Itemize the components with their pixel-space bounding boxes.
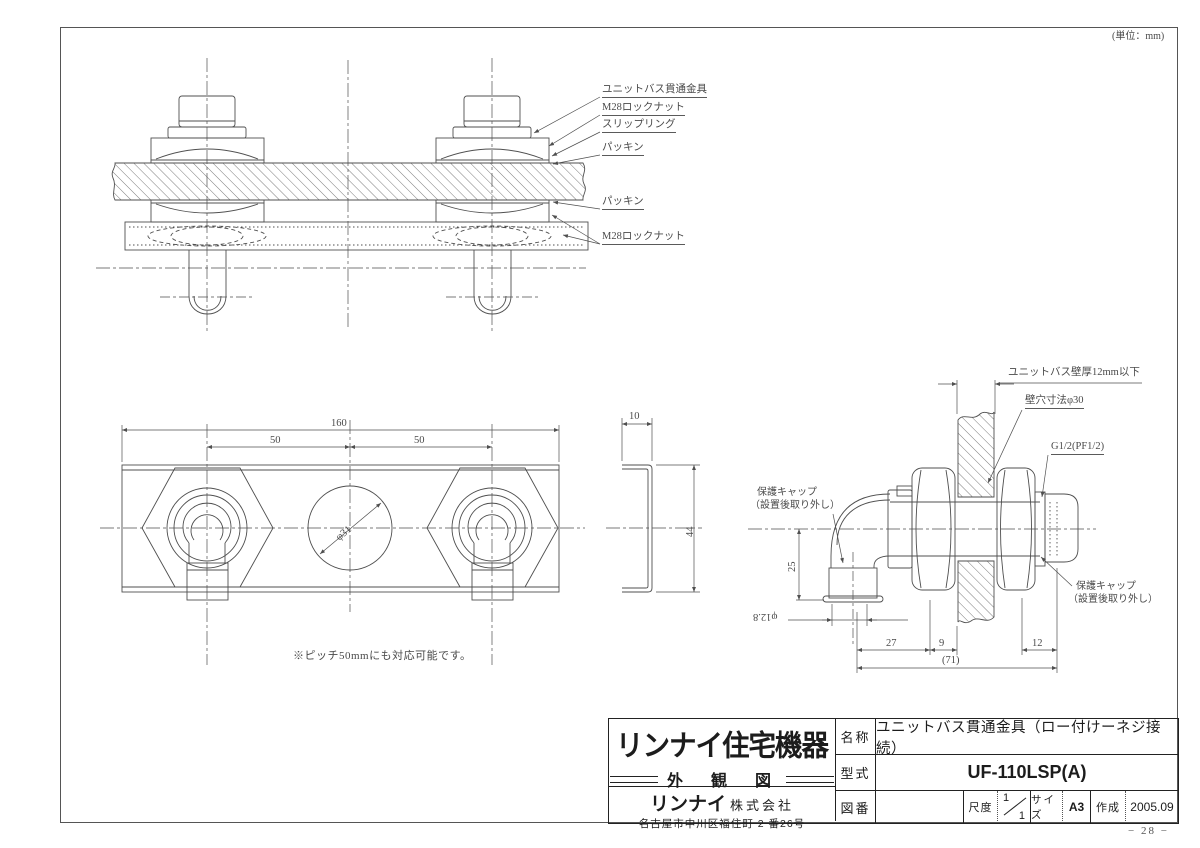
elbow-outer: [830, 493, 891, 568]
bolt-assembly-right: [432, 95, 552, 315]
scale-numerator: 1: [1003, 792, 1010, 804]
dim-channel-10: 10: [629, 411, 640, 422]
scale-denominator: 1: [1018, 810, 1025, 822]
channel-profile-view: [606, 418, 702, 593]
label-packing-bottom: パッキン: [602, 196, 644, 211]
front-view: [100, 420, 585, 665]
model-label: 型式: [836, 755, 876, 791]
label-cap-right-line1: 保護キャップ: [1076, 581, 1136, 592]
name-value: ユニットバス貫通金具（ロー付けーネジ接続）: [876, 719, 1178, 757]
size-label: サイズ: [1031, 791, 1063, 823]
label-wall-hole: 壁穴寸法φ30: [1025, 395, 1084, 410]
dim-12: 12: [1032, 638, 1043, 649]
title-block: リンナイ住宅機器 外 観 図 リンナイ株式会社 名古屋市中川区福住町 2 番26…: [608, 718, 1179, 830]
dim-total-71: (71): [942, 655, 960, 666]
center-hole: [307, 485, 393, 571]
date-label: 作成: [1091, 791, 1126, 823]
page-number: − 28 −: [1128, 825, 1169, 837]
drawing-frame: [60, 27, 1178, 823]
top-view-leaders: [533, 96, 601, 245]
drawing-type: 外 観 図: [609, 767, 835, 791]
label-m28-locknut-bottom: M28ロックナット: [602, 231, 685, 246]
protective-cap-right: [1044, 493, 1079, 563]
company-logo: リンナイ住宅機器: [615, 729, 829, 762]
company-suffix: 株式会社: [730, 798, 795, 813]
hex-fitting-right: [426, 467, 559, 601]
dim-channel-44: 44: [685, 526, 696, 538]
dim-overall-160: 160: [331, 418, 347, 429]
dim-pitch-50-right: 50: [414, 435, 425, 446]
drawing-type-text: 外 観 図: [666, 773, 777, 790]
slip-ring-tab: [896, 485, 913, 497]
bolt-assembly-left: [147, 95, 267, 315]
pitch-note: ※ピッチ50mmにも対応可能です。: [293, 650, 472, 662]
company-cell: リンナイ株式会社 名古屋市中川区福住町 2 番26号: [609, 787, 836, 830]
scale-value: 1 1: [998, 791, 1031, 823]
name-label: 名称: [836, 719, 876, 755]
company-address: 名古屋市中川区福住町 2 番26号: [638, 818, 806, 830]
unit-note: (単位：mm): [1112, 31, 1165, 42]
label-slip-ring: スリップリング: [602, 119, 676, 134]
side-view-dims: [788, 380, 1142, 673]
top-section-view: [96, 58, 601, 332]
label-cap-left-line2: （設置後取り外し）: [750, 500, 840, 511]
channel-dims: [621, 418, 700, 593]
scale-label: 尺度: [964, 791, 998, 823]
decorative-line-left: [609, 775, 658, 783]
label-cap-left-line1: 保護キャップ: [757, 487, 817, 498]
drawing-number-value: [876, 791, 964, 823]
side-installation-view: [748, 380, 1142, 673]
label-m28-locknut-top: M28ロックナット: [602, 102, 685, 117]
company-name: リンナイ: [649, 794, 726, 815]
drawing-number-label: 図番: [836, 791, 876, 823]
dim-height-25: 25: [787, 561, 798, 573]
front-view-dims: [121, 425, 560, 462]
hex-fitting-left: [141, 467, 274, 601]
size-value: A3: [1063, 791, 1091, 823]
dim-outlet-phi128: φ12.8: [753, 611, 778, 623]
model-value: UF-110LSP(A): [876, 755, 1178, 791]
label-cap-right-line2: （設置後取り外し）: [1068, 594, 1158, 605]
dim-9: 9: [939, 638, 945, 649]
dim-pitch-50-left: 50: [270, 435, 281, 446]
logo-cell: リンナイ住宅機器 外 観 図: [609, 719, 836, 790]
decorative-line-right: [786, 775, 834, 783]
date-value: 2005.09: [1130, 800, 1174, 814]
label-through-fitting: ユニットバス貫通金具: [602, 84, 707, 99]
dim-27: 27: [886, 638, 897, 649]
label-thread-size: G1/2(PF1/2): [1051, 441, 1105, 456]
label-packing-top: パッキン: [602, 142, 644, 157]
label-wall-thickness: ユニットバス壁厚12mm以下: [1008, 367, 1140, 378]
